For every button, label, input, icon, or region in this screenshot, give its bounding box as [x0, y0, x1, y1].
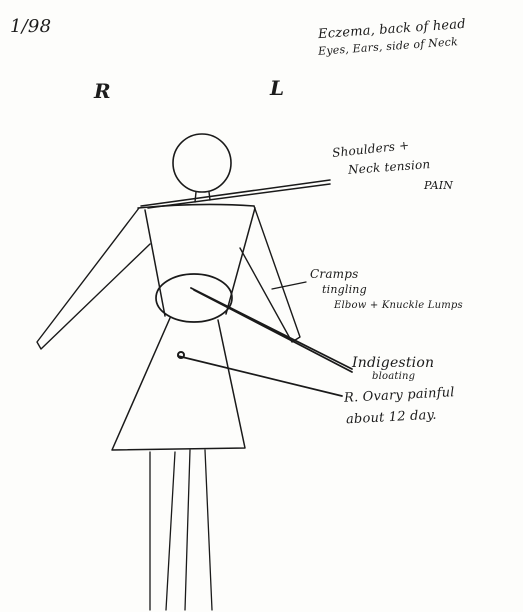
cramps-label-2: tingling	[322, 283, 367, 296]
cramps-label-3: Elbow + Knuckle Lumps	[334, 300, 463, 311]
figure-head	[173, 134, 231, 192]
indigestion-label-2: bloating	[372, 371, 415, 382]
figure-arm-left	[240, 206, 300, 342]
side-marker-left: L	[270, 76, 284, 100]
ovary-dot	[178, 352, 184, 358]
side-marker-right: R	[94, 79, 111, 103]
pointer-cramps	[272, 282, 306, 289]
indigestion-label-1: Indigestion	[352, 355, 434, 371]
figure-arm-right	[37, 208, 150, 349]
pointer-indigestion	[191, 288, 352, 372]
figure-torso	[145, 208, 255, 316]
abdomen-circle	[156, 274, 232, 322]
cramps-label-1: Cramps	[310, 267, 359, 281]
figure-legs	[150, 450, 212, 610]
shoulders-label-3: PAIN	[424, 179, 453, 192]
note-date: 1/98	[10, 16, 51, 37]
figure-skirt	[112, 318, 245, 450]
pointer-shoulders	[141, 180, 330, 208]
pointer-ovary	[178, 356, 342, 396]
